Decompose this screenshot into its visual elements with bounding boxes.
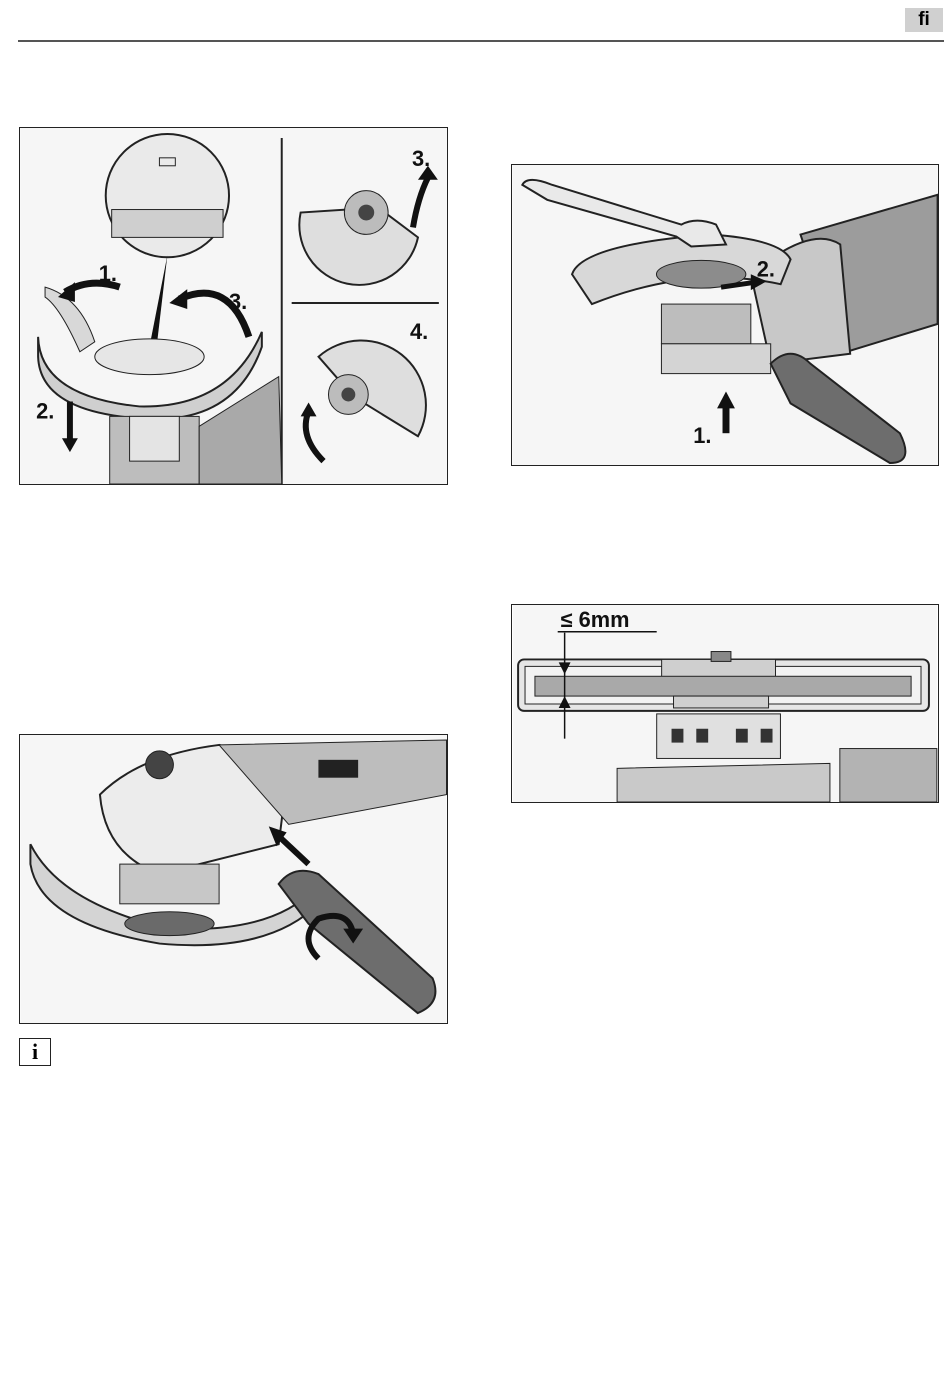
flange-step-2-label: 2. bbox=[757, 256, 775, 281]
inset-bottom-step-label: 4. bbox=[410, 319, 428, 344]
guard-step-3-label: 3. bbox=[229, 289, 247, 314]
figure-flange-nut: 1. 2. bbox=[511, 164, 939, 466]
disc-thickness-label: ≤ 6mm bbox=[561, 607, 630, 632]
figure-handle-mount bbox=[19, 734, 448, 1024]
header-rule bbox=[18, 40, 944, 42]
info-icon: i bbox=[19, 1038, 51, 1066]
figure-guard-install: 1. 3. 2. 3. 4. bbox=[19, 127, 448, 485]
guard-step-1-label: 1. bbox=[99, 261, 117, 286]
inset-top-step-label: 3. bbox=[412, 146, 430, 171]
guard-step-2-label: 2. bbox=[36, 398, 54, 423]
flange-step-1-label: 1. bbox=[693, 423, 711, 448]
language-tab: fi bbox=[905, 8, 943, 32]
figure-disc-thickness: ≤ 6mm bbox=[511, 604, 939, 803]
